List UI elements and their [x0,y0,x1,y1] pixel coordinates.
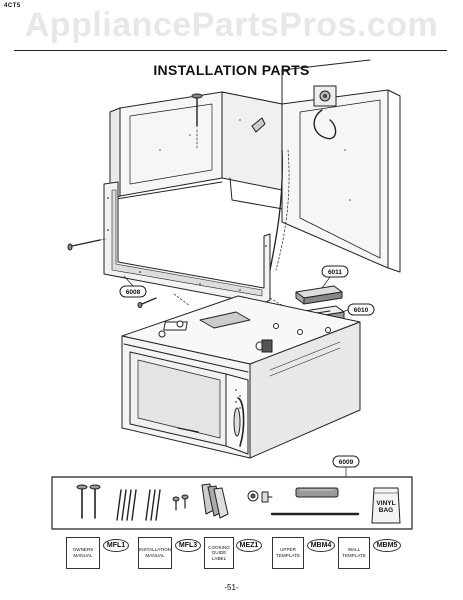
cabinet-bracket [251,117,266,133]
svg-text:6008: 6008 [126,289,141,296]
legend-cooking-guide-label: COOKING GUIDE LABEL [204,537,234,569]
power-outlet [313,85,337,140]
page-code: 4CT5 [4,3,21,9]
wall-cabinets [109,59,401,273]
kit-toggle-bolts [76,484,101,519]
mounting-plate [103,181,271,305]
legend-upper-template-label: UPPER TEMPLATE [272,537,304,569]
callout-6008: 6008 [119,275,147,298]
legend-owners-manual-code: MFL1 [103,539,129,552]
kit-toggle-wings [201,483,229,519]
top-bolt [191,93,203,151]
hardware-kit-box [51,476,413,530]
kit-spacer [295,487,339,498]
legend-wall-template-label: WALL TEMPLATE [338,537,370,569]
header-rule [14,50,447,51]
svg-text:6011: 6011 [328,269,342,276]
vinyl-bag-label-line1: VINYL [376,500,395,507]
callout-6009: 6009 [332,455,360,478]
callout-6010: 6010 [341,303,375,316]
legend-installation-manual-label: INSTALLATION MANUAL [138,537,172,569]
frame-screw-lower [137,297,157,308]
callout-6011: 6011 [321,265,349,289]
vinyl-bag-icon [371,487,401,524]
legend-wall-template-code: MBM5 [373,539,401,552]
svg-text:6010: 6010 [354,307,369,314]
kit-cord-clamp [247,490,273,503]
microwave-oven [121,295,361,459]
page-title: INSTALLATION PARTS [153,62,310,78]
legend-upper-template-code: MBM4 [307,539,335,552]
svg-text:6009: 6009 [339,459,354,466]
legend-installation-manual-code: MFL3 [175,539,201,552]
kit-wood-screws [116,489,161,521]
kit-small-screws [172,494,189,511]
vinyl-bag-label-line2: BAG [379,507,393,514]
watermark-text: AppliancePartsPros.com [24,6,439,44]
page-number: -51- [224,583,239,592]
legend-cooking-guide-code: MEZ1 [236,539,262,552]
part-6011 [295,285,343,305]
frame-screw [67,238,107,251]
legend-owners-manual-label: OWNERS MANUAL [66,537,100,569]
